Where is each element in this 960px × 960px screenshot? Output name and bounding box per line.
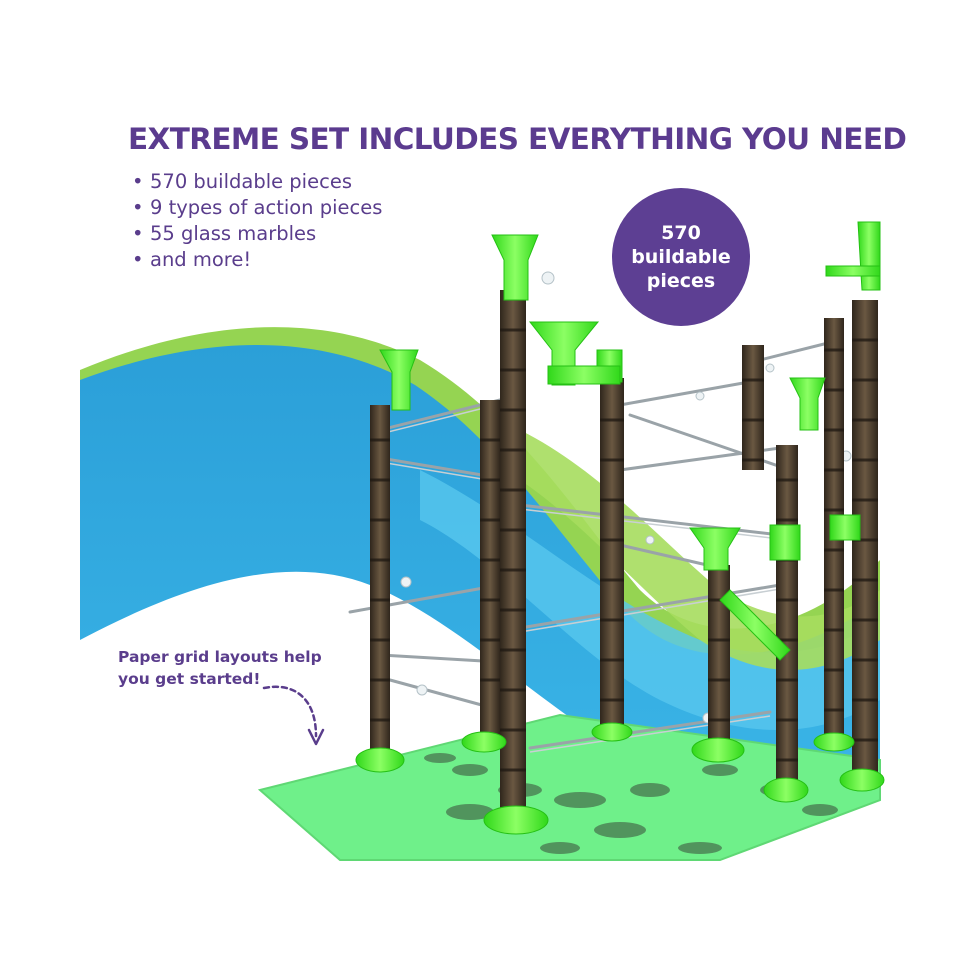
- bullet-icon: •: [132, 170, 144, 193]
- feature-item: • 55 glass marbles: [132, 221, 382, 247]
- feature-item: • and more!: [132, 247, 382, 273]
- feature-list: • 570 buildable pieces • 9 types of action…: [132, 169, 382, 273]
- pieces-badge: 570 buildable pieces: [612, 188, 750, 326]
- neon-funnels-and-bases: [355, 221, 885, 835]
- feature-item: • 570 buildable pieces: [132, 169, 382, 195]
- grid-note-line: Paper grid layouts help: [118, 648, 322, 666]
- feature-text: and more!: [150, 248, 252, 271]
- bullet-icon: •: [132, 248, 144, 271]
- curved-dashed-arrow-icon: [262, 685, 325, 746]
- headline: EXTREME SET INCLUDES EVERYTHING YOU NEED: [128, 122, 907, 156]
- bullet-icon: •: [132, 222, 144, 245]
- bullet-icon: •: [132, 196, 144, 219]
- grid-note-line: you get started!: [118, 670, 261, 688]
- tube-rings: [370, 328, 878, 772]
- feature-text: 55 glass marbles: [150, 222, 317, 245]
- badge-word: pieces: [646, 270, 716, 292]
- feature-item: • 9 types of action pieces: [132, 195, 382, 221]
- badge-word: buildable: [631, 246, 731, 268]
- feature-text: 570 buildable pieces: [150, 170, 352, 193]
- feature-text: 9 types of action pieces: [150, 196, 383, 219]
- badge-count: 570: [661, 222, 701, 244]
- grid-note: Paper grid layouts help you get started!: [118, 646, 358, 690]
